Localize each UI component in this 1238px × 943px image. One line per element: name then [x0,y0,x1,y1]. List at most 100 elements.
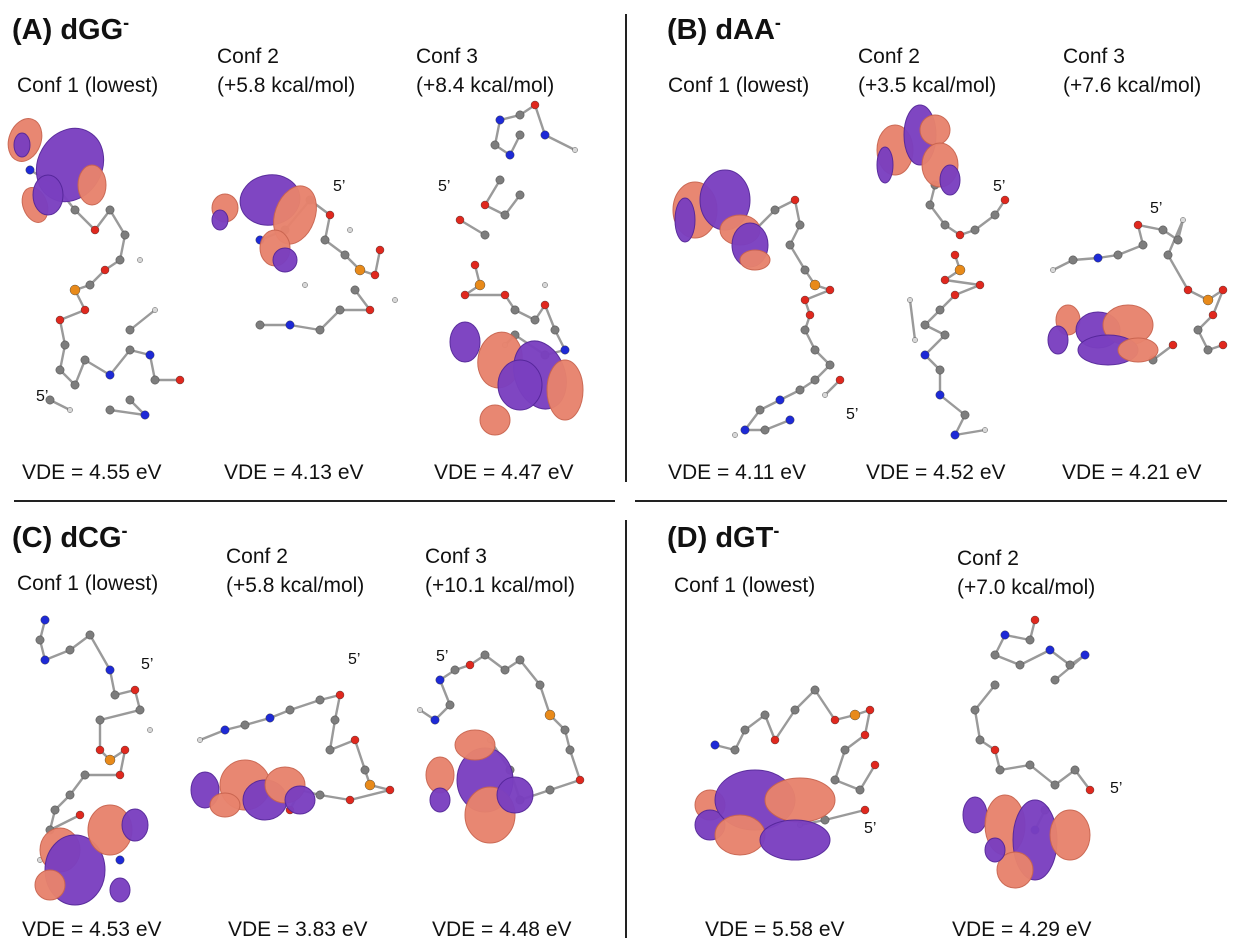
atom [535,680,545,690]
bond [973,708,982,742]
atom [1050,675,1060,685]
atom [75,810,85,820]
atom [145,350,155,360]
atom [1193,325,1203,335]
atom [285,320,295,330]
atom [85,630,95,640]
atom [560,725,570,735]
atom [325,745,335,755]
atom [1085,785,1095,795]
atom [755,405,765,415]
bond [543,133,577,152]
orbital-lobe [121,808,149,842]
atom [1133,220,1143,230]
panel-b-conf1-structure [672,169,845,438]
atom [835,375,845,385]
bond [538,683,552,717]
atom [455,215,465,225]
atom [940,220,950,230]
atom [495,115,505,125]
atom [197,737,203,743]
atom [1173,235,1183,245]
atom [785,415,795,425]
bond [568,748,582,782]
atom [1080,650,1090,660]
bond [998,763,1032,772]
orbital-lobe [764,777,836,823]
atom [347,227,353,233]
atom [140,410,150,420]
atom [760,710,770,720]
atom [125,325,135,335]
atom [830,715,840,725]
atom [995,765,1005,775]
atom [490,140,500,150]
panel-a-conf2-5prime: 5’ [333,178,346,195]
atom [105,405,115,415]
bond [198,728,227,742]
atom [805,310,815,320]
atom [25,165,35,175]
atom [575,775,585,785]
orbital-lobe [211,209,229,231]
atom [1138,240,1148,250]
atom [65,790,75,800]
atom [60,340,70,350]
atom [450,665,460,675]
atom [80,355,90,365]
atom [920,350,930,360]
orbital-lobe [479,404,511,436]
panel-b-conf2-structure [876,104,1010,440]
orbital-lobe [876,146,894,184]
panel-b-conf1-5prime: 5’ [846,406,859,423]
bond [83,358,112,377]
bond [348,788,392,802]
atom [907,297,913,303]
orbital-lobe [739,249,771,271]
atom [1025,760,1035,770]
atom [1050,267,1056,273]
panel-b-conf2-vde: VDE = 4.52 eV [866,461,1006,484]
bond [788,243,807,272]
bond [373,248,382,277]
atom [500,665,510,675]
orbital-lobe [962,796,988,834]
atom [104,754,116,766]
panel-d-conf2-energy: (+7.0 kcal/mol) [957,576,1096,599]
atom [1070,765,1080,775]
panel-d-conf1-structure [694,685,880,861]
atom [740,725,750,735]
atom [560,345,570,355]
atom [825,360,835,370]
atom [220,725,230,735]
atom [1218,340,1228,350]
atom [960,410,970,420]
atom [975,735,985,745]
atom [935,305,945,315]
atom [795,385,805,395]
atom [70,205,80,215]
atom [320,235,330,245]
panel-b-conf1-name: Conf 1 (lowest) [668,74,810,97]
atom [1000,195,1010,205]
atom [115,770,125,780]
panel-a-conf3-5prime: 5’ [438,178,451,195]
atom [732,432,738,438]
atom [530,315,540,325]
atom [955,230,965,240]
panel-b-conf3-structure [1047,217,1228,366]
atom [364,779,376,791]
panel-b-conf3-vde: VDE = 4.21 eV [1062,461,1202,484]
panel-a-conf1-name: Conf 1 (lowest) [17,74,159,97]
atom [480,230,490,240]
atom [70,380,80,390]
atom [810,685,820,695]
atom [40,655,50,665]
bond [993,653,1022,667]
atom [1202,294,1214,306]
panel-a-conf1-structure [7,118,185,420]
atom [800,325,810,335]
atom [860,730,870,740]
bond [793,688,817,712]
atom [825,285,835,295]
